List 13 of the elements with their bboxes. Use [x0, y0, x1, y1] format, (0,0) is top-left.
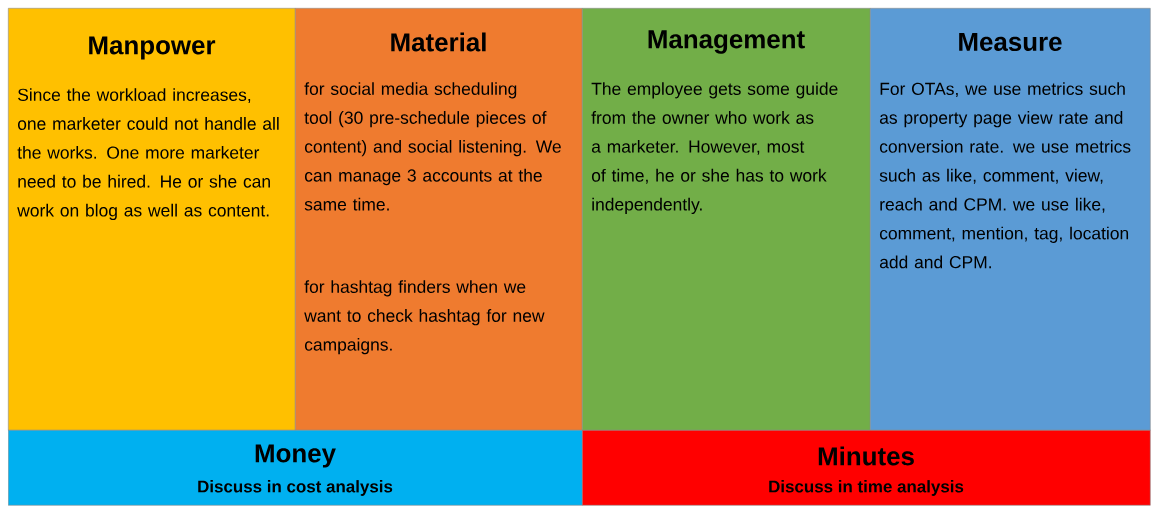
- panel-text: The employee gets some guide from the owner who work as a marketer. However, most of time, he or she has to work independently.: [591, 82, 838, 214]
- panel-text: for hashtag finders when we want to check hashtag for new campaigns.: [304, 280, 545, 355]
- panel-heading: Manpower: [89, 36, 216, 60]
- panel-text: for social media scheduling tool (30 pre-schedule pieces of content) and social listening. We can manage 3 accounts at the same time.: [304, 82, 561, 211]
- panel-heading: Minutes: [818, 446, 914, 466]
- panel-heading: Management: [648, 30, 805, 54]
- panel-heading: Measure: [959, 32, 1062, 52]
- panel-heading: Material: [391, 32, 486, 52]
- panel-subheading: Discuss in cost analysis: [198, 480, 393, 496]
- panel-subheading: Discuss in time analysis: [769, 480, 964, 496]
- panel-text: Since the workload increases, one marketer could not handle all the works. One more marketer need to be hired. He or she can work on blog as well as content.: [17, 88, 279, 220]
- panel-text: For OTAs, we use metrics such as property page view rate and conversion rate. we use metrics such as like, comment, view, reach and CPM. we use like, comment, mention, tag, location add and CPM.: [879, 82, 1131, 269]
- panel-heading: Money: [255, 444, 336, 468]
